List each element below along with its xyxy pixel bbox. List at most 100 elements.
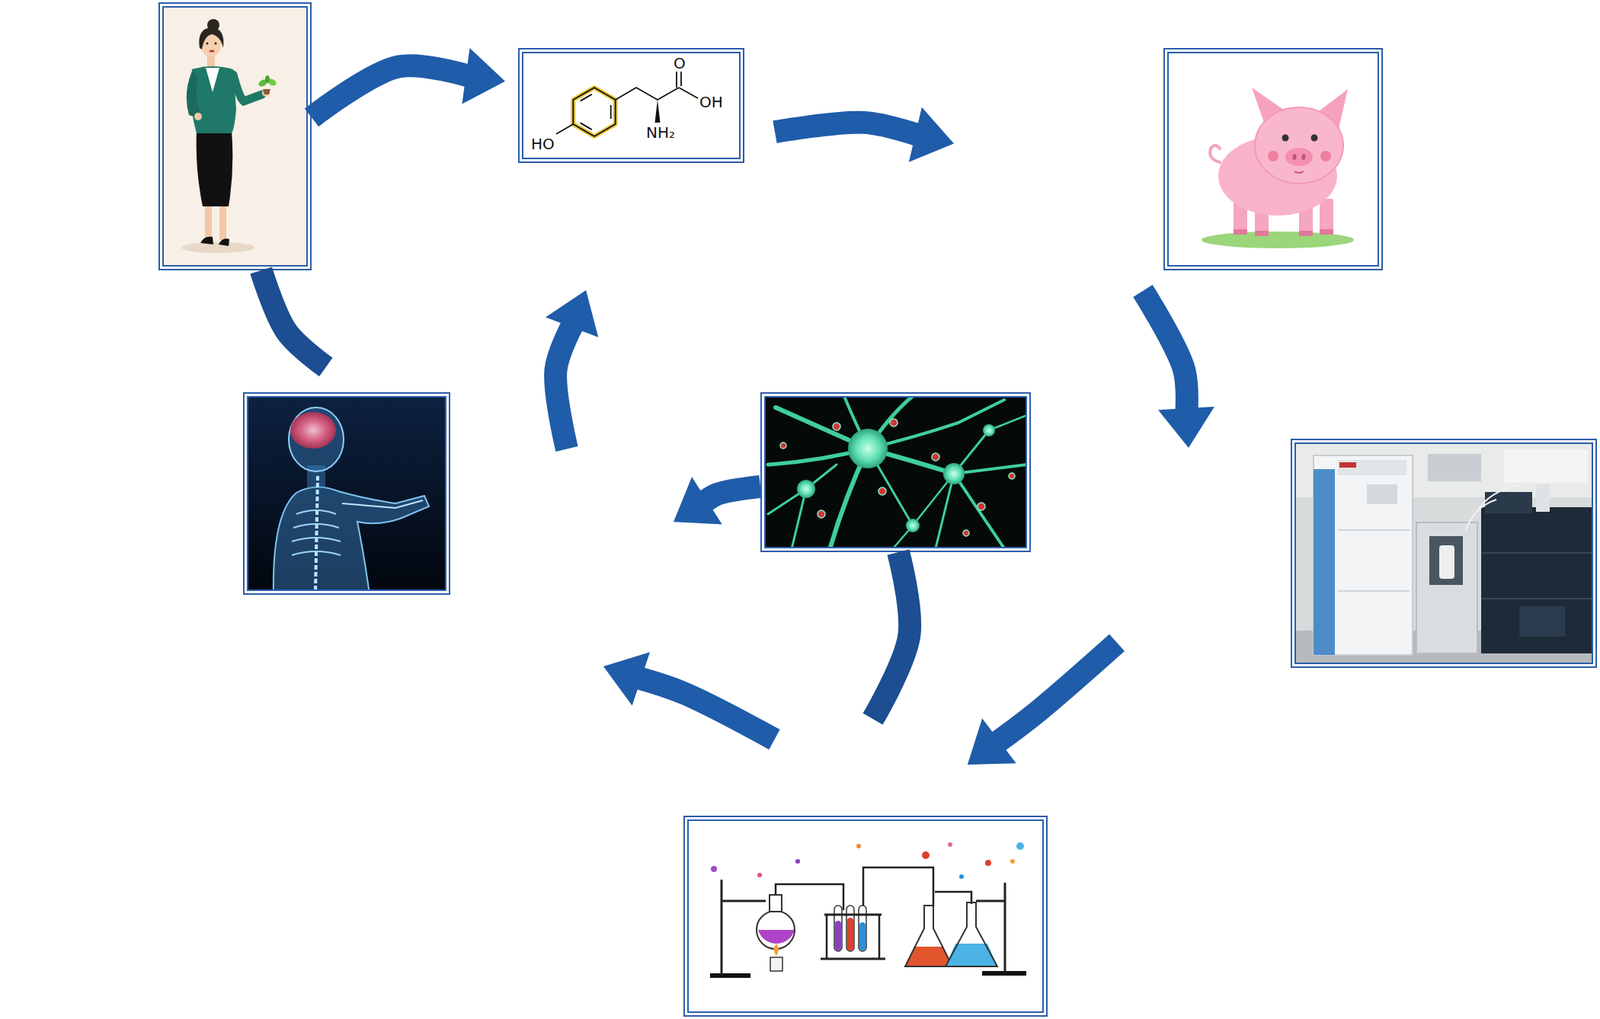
- lab-apparatus-part-part: [825, 915, 829, 960]
- neuron-image-part-part-part: [931, 453, 940, 461]
- lab-apparatus-part-part: [847, 918, 854, 951]
- lab-apparatus-part-part: [721, 900, 766, 903]
- mass-spectrometer-photo-part-part: [1366, 484, 1398, 505]
- flow-arrow: [774, 107, 954, 163]
- mass-spectrometer-photo-part-part: [1313, 469, 1335, 656]
- neuron-image-part-part-part: [832, 422, 841, 431]
- mass-spectrometer-photo-part-part: [1337, 590, 1410, 592]
- arrow-head: [545, 290, 599, 338]
- human-brain-image-part-part: [288, 407, 344, 472]
- flow-arrow: [967, 643, 1117, 765]
- flow-arrow: [1142, 291, 1215, 448]
- human-brain-image-part-part: [290, 412, 336, 449]
- neuron-image-part-part-part: [878, 487, 887, 496]
- neuron-image-part-part-part: [963, 530, 970, 537]
- pig-illustration-part-part: [1267, 150, 1279, 162]
- image-box: [1290, 438, 1597, 669]
- woman-illustration-part-part: [233, 74, 263, 102]
- mass-spectrometer-photo-part-part: [1481, 598, 1592, 600]
- lab-apparatus-part-part: [834, 905, 842, 952]
- human-brain-image-part-part: [315, 476, 318, 590]
- structure-label: HO: [531, 135, 555, 153]
- neuron-image-part-part-part: [817, 510, 826, 519]
- human-brain-image-part-part: [291, 537, 341, 542]
- neuron-image-part-part: [768, 397, 1026, 548]
- arrow-shaft: [774, 122, 920, 136]
- lab-apparatus-part-part: [720, 880, 724, 976]
- lab-apparatus-part-part: [921, 851, 930, 860]
- structure-label: OH: [699, 93, 724, 111]
- neuron-image-part-part: [943, 463, 965, 485]
- lab-apparatus-part-part: [905, 905, 953, 967]
- lab-apparatus-part-part: [688, 821, 1043, 1012]
- structure-box: OOHNH₂HO: [518, 48, 745, 164]
- flow-arrow: [311, 48, 506, 118]
- neuron-image-part-part-part: [977, 502, 986, 511]
- lab-apparatus-part-part: [824, 914, 882, 917]
- pig-illustration-part-part: [1319, 198, 1334, 235]
- neuron-image-part-part: [796, 480, 816, 499]
- arrow-shaft: [261, 270, 327, 368]
- arrow-shaft: [873, 552, 911, 720]
- mass-spectrometer-photo-part-part: [1439, 545, 1455, 580]
- lab-apparatus-part-part: [934, 892, 972, 905]
- lab-apparatus-part-part: [863, 867, 934, 908]
- lab-apparatus-part-part: [945, 902, 998, 967]
- woman-illustration: [163, 7, 307, 266]
- pig-illustration-part-part: [1254, 107, 1344, 184]
- lab-apparatus-part-part: [858, 905, 867, 952]
- neuron-image-part-part-part: [889, 419, 898, 427]
- neuron-image-part-part: [905, 518, 920, 533]
- mass-spectrometer-photo-part-part: [1465, 499, 1497, 531]
- image-box: [1163, 48, 1383, 271]
- lab-apparatus-part-part: [770, 957, 783, 972]
- tyrosine-structure-part: [572, 87, 615, 137]
- pig-illustration-part-part: [1233, 229, 1248, 235]
- lab-apparatus-part-part: [959, 874, 964, 880]
- lab-apparatus-part-part: [835, 921, 842, 951]
- lab-apparatus-part-part: [1004, 883, 1007, 974]
- tyrosine-structure-part: [615, 87, 679, 100]
- flow-arrow: [673, 476, 761, 525]
- neuron-image-part-part-part: [867, 400, 1005, 449]
- woman-illustration-part: [163, 7, 307, 266]
- lab-apparatus-part-part: [1010, 859, 1015, 864]
- neuron-image-part-part-part: [953, 464, 1026, 474]
- lab-apparatus-part-part: [982, 971, 1027, 976]
- tyrosine-structure-part: [655, 99, 661, 123]
- tyrosine-structure: [556, 71, 698, 137]
- pig-illustration-part-part: [1168, 53, 1378, 266]
- image-box: [243, 392, 451, 596]
- mass-spectrometer-photo-part-part: [1481, 552, 1592, 554]
- lab-apparatus-part-part: [945, 944, 998, 967]
- lab-apparatus-part-part: [774, 944, 780, 957]
- tyrosine-structure-part: [556, 124, 573, 135]
- mass-spectrometer-photo-part-part: [1416, 522, 1478, 654]
- human-brain-image-part-part: [291, 551, 341, 556]
- neuron-image-part: [765, 397, 1026, 548]
- lab-apparatus-part-part: [905, 947, 953, 967]
- lab-apparatus-part-part: [859, 922, 866, 951]
- tyrosine-structure-part: [572, 87, 615, 137]
- tyrosine-structure-part: [580, 94, 592, 102]
- lab-apparatus-part-part: [769, 895, 782, 912]
- mass-spectrometer-photo-part-part: [1427, 454, 1482, 482]
- arrow-shaft: [636, 678, 775, 740]
- arrow-shaft: [1142, 291, 1188, 413]
- lab-apparatus-part-part: [795, 859, 800, 864]
- pig-illustration-part-part: [1319, 229, 1334, 235]
- mass-spectrometer-photo-part-part: [1504, 449, 1588, 484]
- human-brain-image: [248, 397, 445, 596]
- arrow-shaft: [555, 323, 574, 449]
- flow-arrow: [545, 290, 599, 449]
- lab-apparatus-part-part: [775, 884, 844, 911]
- woman-illustration-part-part: [207, 19, 220, 32]
- woman-illustration-part-part: [181, 242, 255, 253]
- pig-illustration-part-part: [1292, 153, 1297, 160]
- mass-spectrometer-photo-part-part: [1429, 536, 1463, 586]
- woman-illustration-part-part: [204, 201, 212, 239]
- arrow-head: [1158, 406, 1215, 448]
- human-brain-image-part-part: [342, 500, 423, 509]
